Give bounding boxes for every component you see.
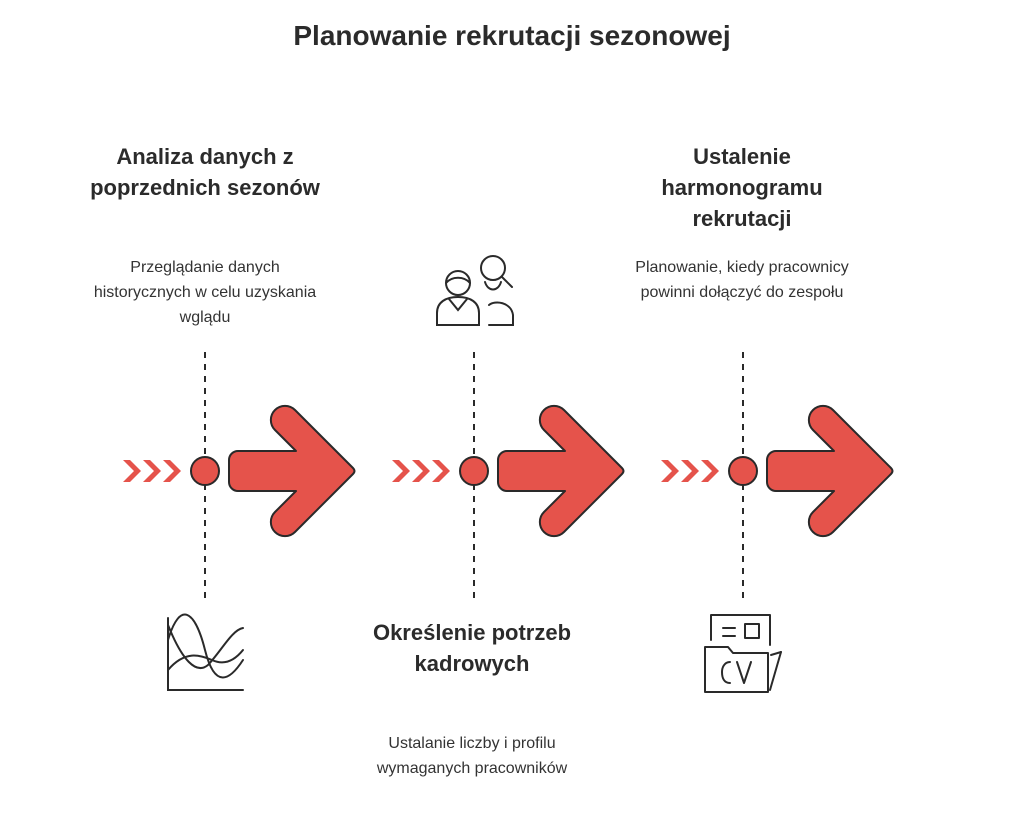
- step-1-heading: Analiza danych z poprzednich sezonów: [90, 144, 320, 200]
- step-3-heading: Ustalenie harmonogramu rekrutacji: [661, 144, 823, 231]
- step-1-description: Przeglądanie danych historycznych w celu…: [93, 259, 317, 326]
- cv-folder-icon: [704, 614, 782, 693]
- step-2-node: [459, 456, 489, 486]
- step-2-description: Ustalanie liczby i profilu wymaganych pr…: [376, 735, 568, 777]
- step-3: [661, 352, 894, 693]
- step-3-description: Planowanie, kiedy pracownicy powinni doł…: [635, 259, 849, 301]
- step-3-node: [728, 456, 758, 486]
- page-title: Planowanie rekrutacji sezonowej: [293, 20, 731, 51]
- step-2-chevrons: [392, 460, 450, 482]
- step-3-arrow: [766, 404, 894, 538]
- step-1-node: [190, 456, 220, 486]
- step-1: [123, 352, 356, 691]
- step-1-arrow: [228, 404, 356, 538]
- step-3-chevrons: [661, 460, 719, 482]
- people-search-icon: [436, 255, 514, 326]
- step-2: [392, 255, 625, 600]
- step-2-arrow: [497, 404, 625, 538]
- line-chart-icon: [167, 613, 244, 691]
- step-1-chevrons: [123, 460, 181, 482]
- step-2-heading: Określenie potrzeb kadrowych: [372, 620, 572, 676]
